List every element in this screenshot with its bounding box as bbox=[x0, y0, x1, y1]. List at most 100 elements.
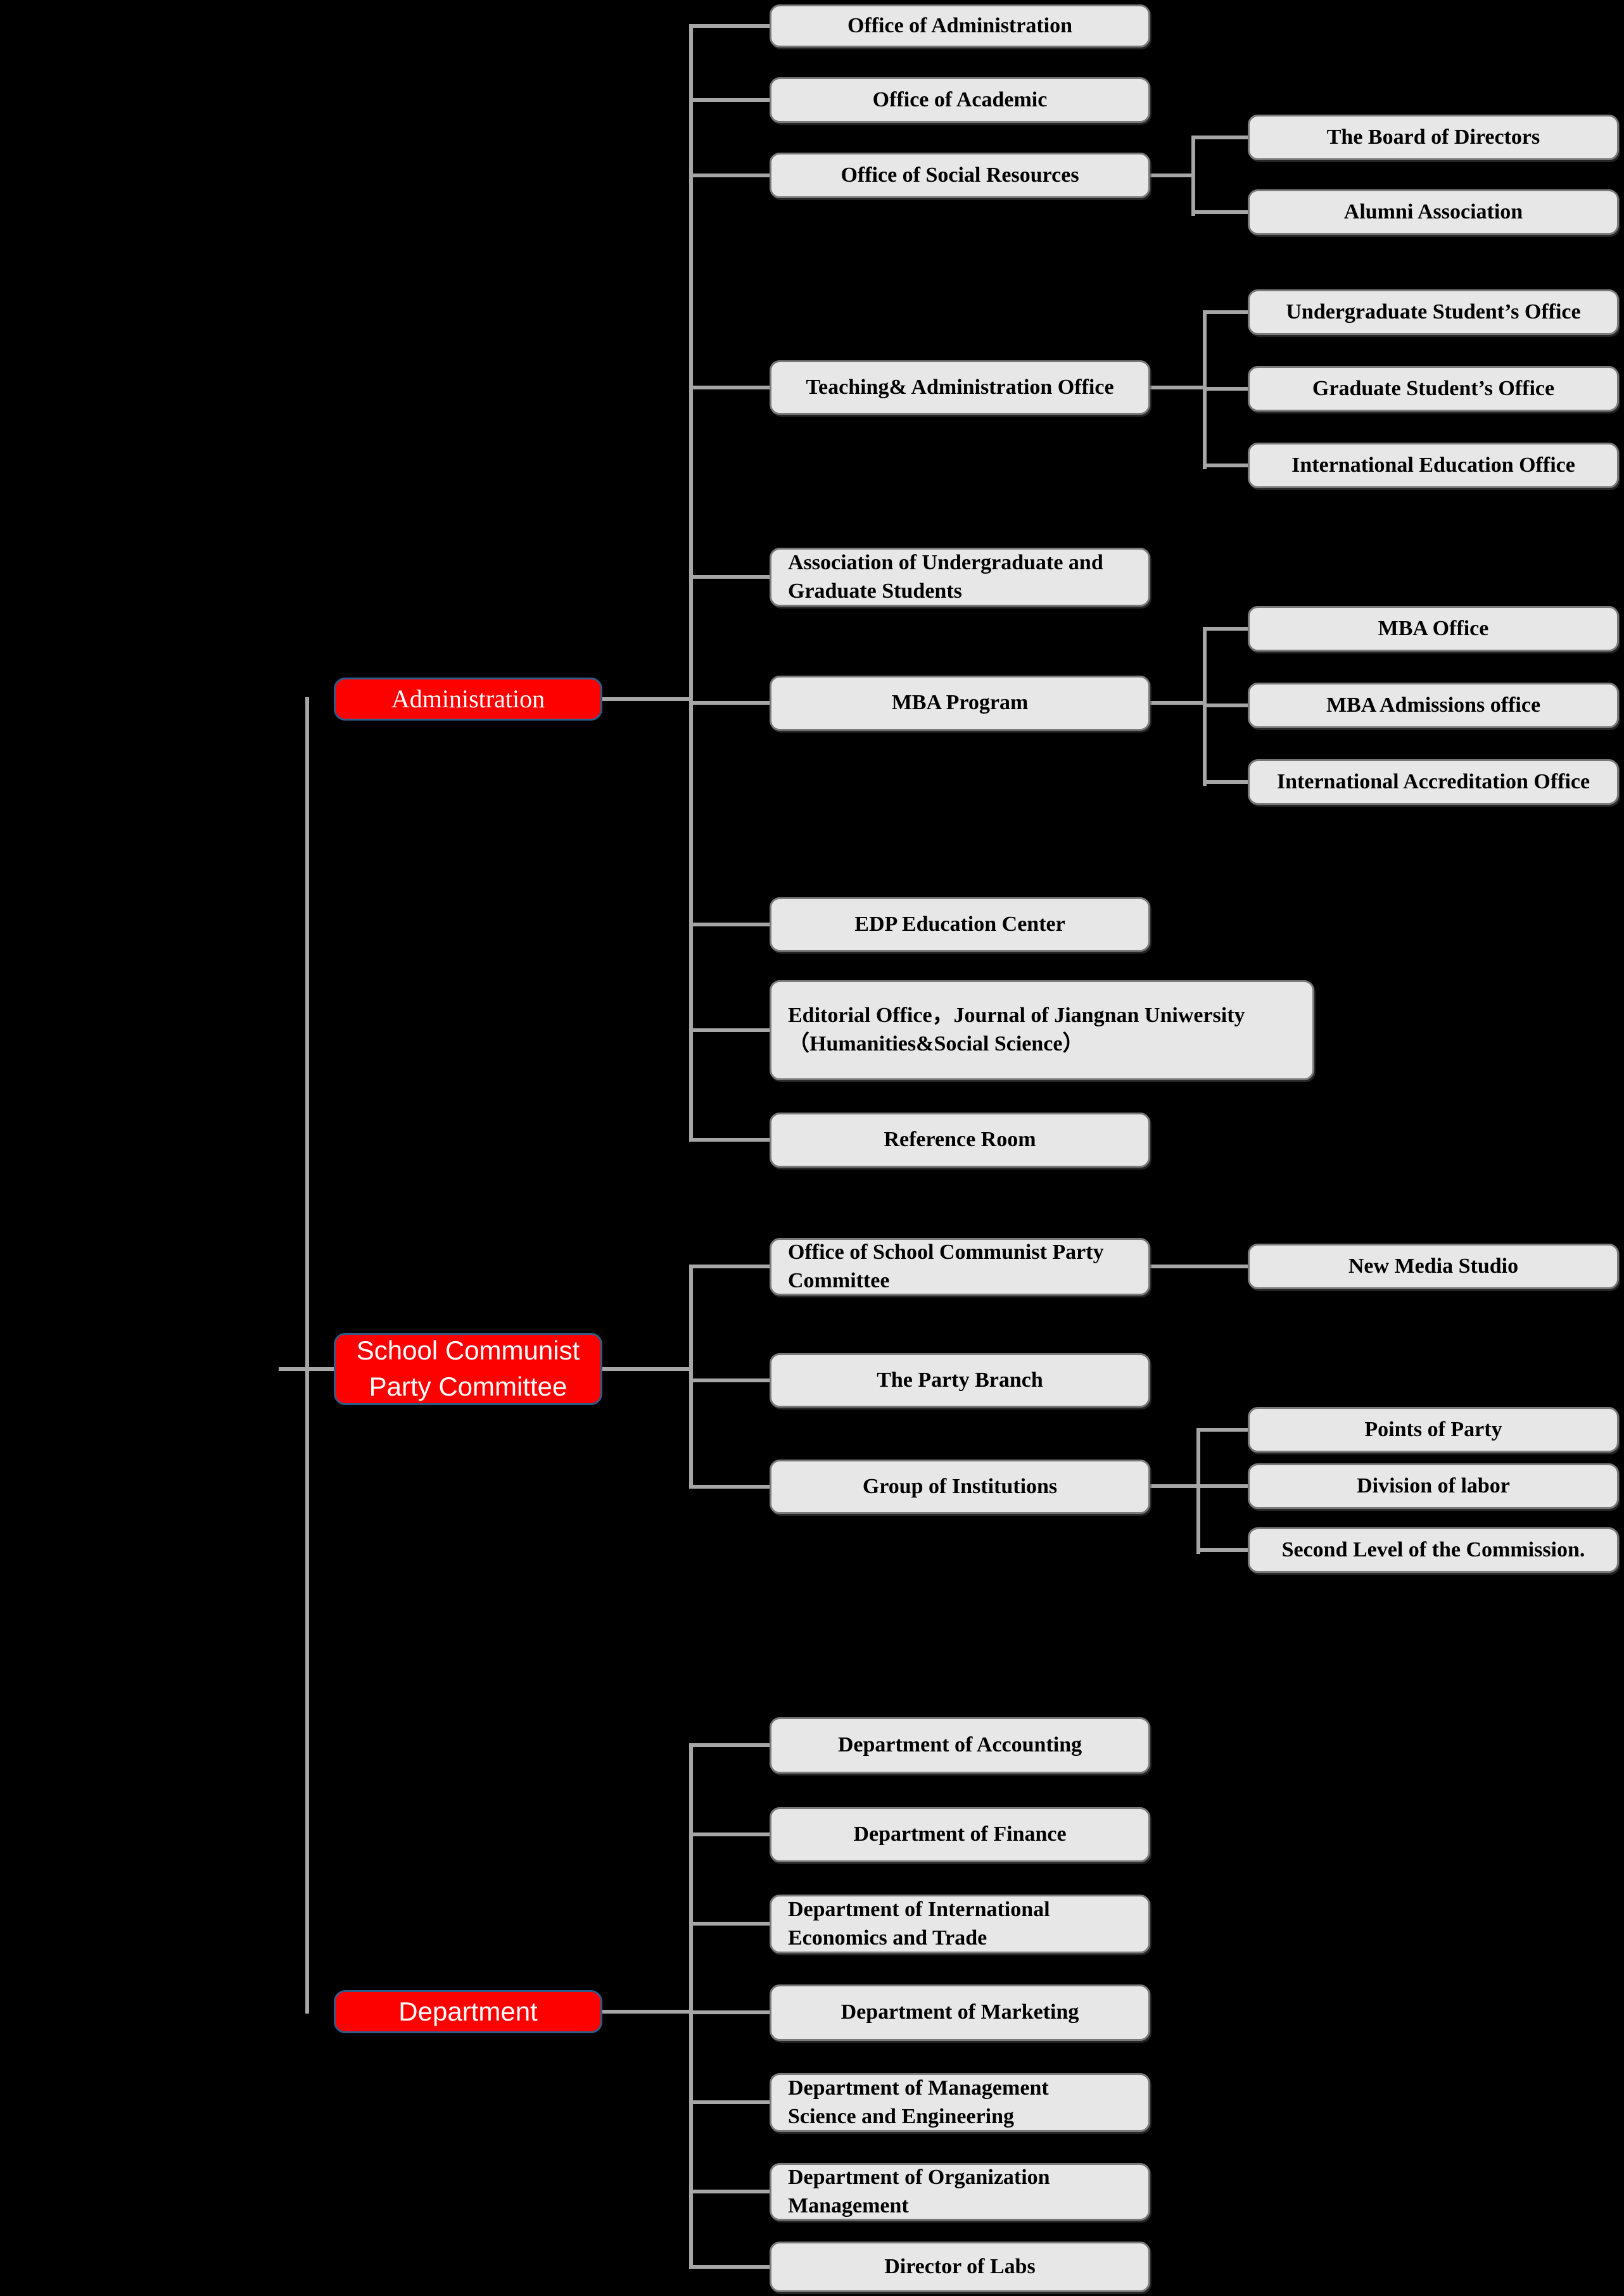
connector-line bbox=[689, 98, 770, 102]
node-label: School Communist Party Committee bbox=[356, 1335, 580, 1401]
connector-line bbox=[689, 1743, 693, 2269]
connector-line bbox=[689, 1028, 770, 1032]
node-director-of-labs: Director of Labs bbox=[770, 2242, 1150, 2292]
node-alumni-association: Alumni Association bbox=[1248, 189, 1619, 235]
connector-line bbox=[689, 1743, 770, 1747]
node-label: Office of Academic bbox=[872, 87, 1048, 111]
node-dept-accounting: Department of Accounting bbox=[770, 1717, 1150, 1774]
node-label: MBA Admissions office bbox=[1326, 693, 1541, 717]
node-group-of-institutions: Group of Institutions bbox=[770, 1460, 1150, 1514]
connector-line bbox=[689, 1265, 693, 1489]
connector-line bbox=[689, 2100, 770, 2104]
connector-line bbox=[1203, 387, 1248, 391]
node-teaching-administration-office: Teaching& Administration Office bbox=[770, 360, 1150, 415]
node-reference-room: Reference Room bbox=[770, 1113, 1150, 1168]
node-label: International Accreditation Office bbox=[1276, 769, 1590, 793]
node-label: Points of Party bbox=[1364, 1417, 1502, 1441]
connector-line bbox=[1196, 1428, 1250, 1432]
node-administration: Administration bbox=[334, 678, 602, 721]
connector-line bbox=[1191, 136, 1195, 216]
node-label: Department of Finance bbox=[853, 1822, 1067, 1846]
node-label: Office of Administration bbox=[847, 13, 1073, 37]
node-label: EDP Education Center bbox=[854, 912, 1065, 936]
node-label: Administration bbox=[391, 684, 545, 713]
connector-line bbox=[689, 1138, 770, 1142]
node-label: Director of Labs bbox=[884, 2254, 1036, 2278]
connector-line bbox=[689, 575, 770, 579]
node-office-of-social-resources: Office of Social Resources bbox=[770, 153, 1150, 198]
node-undergraduate-students-office: Undergraduate Student’s Office bbox=[1248, 289, 1619, 335]
connector-line bbox=[1196, 1428, 1200, 1554]
connector-line bbox=[689, 2190, 770, 2193]
node-label: Department of Organization Management bbox=[788, 2165, 1050, 2217]
node-new-media-studio: New Media Studio bbox=[1248, 1244, 1619, 1289]
node-label: Department of Marketing bbox=[841, 2000, 1079, 2024]
connector-line bbox=[1203, 703, 1248, 707]
node-label: Alumni Association bbox=[1343, 199, 1523, 224]
node-label: New Media Studio bbox=[1348, 1254, 1519, 1278]
node-label: Division of labor bbox=[1357, 1473, 1510, 1498]
node-label: Graduate Student’s Office bbox=[1312, 376, 1555, 400]
connector-line bbox=[689, 173, 770, 177]
connector-line bbox=[689, 2265, 770, 2269]
node-label: Department of Management Science and Eng… bbox=[788, 2076, 1049, 2128]
connector-line bbox=[1196, 1548, 1250, 1552]
node-department: Department bbox=[334, 1990, 602, 2033]
node-division-of-labor: Division of labor bbox=[1248, 1463, 1619, 1509]
node-mba-office: MBA Office bbox=[1248, 606, 1619, 652]
connector-line bbox=[1203, 780, 1248, 784]
node-office-of-academic: Office of Academic bbox=[770, 77, 1150, 123]
node-school-communist-party-committee: School Communist Party Committee bbox=[334, 1333, 602, 1405]
node-international-accreditation-office: International Accreditation Office bbox=[1248, 759, 1619, 805]
node-mba-program: MBA Program bbox=[770, 676, 1150, 731]
node-label: Reference Room bbox=[884, 1128, 1036, 1152]
node-board-of-directors: The Board of Directors bbox=[1248, 115, 1619, 160]
node-label: The Board of Directors bbox=[1326, 125, 1540, 149]
connector-line bbox=[1203, 310, 1248, 314]
connector-line bbox=[689, 1378, 770, 1382]
connector-line bbox=[1150, 701, 1207, 705]
node-label: Editorial Office，Journal of Jiangnan Uni… bbox=[788, 1004, 1245, 1056]
node-label: MBA Office bbox=[1378, 616, 1489, 640]
node-label: Second Level of the Commission. bbox=[1281, 1537, 1585, 1561]
node-edp-education-center: EDP Education Center bbox=[770, 897, 1150, 952]
connector-line bbox=[1196, 1484, 1250, 1488]
connector-line bbox=[1150, 386, 1207, 389]
connector-line bbox=[689, 24, 693, 1142]
node-dept-org-mgmt: Department of Organization Management bbox=[770, 2163, 1150, 2221]
node-party-branch: The Party Branch bbox=[770, 1353, 1150, 1408]
connector-line bbox=[1203, 627, 1248, 631]
node-office-school-cp-committee: Office of School Communist Party Committ… bbox=[770, 1238, 1150, 1296]
node-graduate-students-office: Graduate Student’s Office bbox=[1248, 366, 1619, 412]
node-label: MBA Program bbox=[891, 691, 1029, 715]
connector-line bbox=[1150, 1265, 1248, 1268]
node-label: International Education Office bbox=[1291, 453, 1575, 477]
node-dept-finance: Department of Finance bbox=[770, 1807, 1150, 1862]
connector-line bbox=[602, 2010, 693, 2014]
node-points-of-party: Points of Party bbox=[1248, 1407, 1619, 1453]
node-label: Office of School Communist Party Committ… bbox=[788, 1240, 1104, 1292]
connector-line bbox=[602, 1367, 693, 1371]
connector-line bbox=[1150, 173, 1195, 177]
node-international-education-office: International Education Office bbox=[1248, 443, 1619, 488]
connector-line bbox=[689, 24, 770, 28]
node-editorial-office: Editorial Office，Journal of Jiangnan Uni… bbox=[770, 980, 1314, 1080]
connector-line bbox=[689, 701, 770, 705]
node-office-of-administration: Office of Administration bbox=[770, 4, 1150, 47]
connector-line bbox=[602, 697, 693, 701]
node-label: Office of Social Resources bbox=[841, 163, 1079, 187]
connector-line bbox=[689, 1485, 770, 1489]
connector-line bbox=[689, 923, 770, 926]
connector-line bbox=[689, 1832, 770, 1836]
connector-line bbox=[689, 1265, 770, 1268]
node-label: Department of Accounting bbox=[837, 1733, 1082, 1757]
node-label: Undergraduate Student’s Office bbox=[1286, 300, 1581, 324]
node-dept-marketing: Department of Marketing bbox=[770, 1984, 1150, 2041]
node-dept-intl-econ-trade: Department of International Economics an… bbox=[770, 1895, 1150, 1953]
connector-line bbox=[689, 2010, 770, 2014]
connector-line bbox=[1150, 1484, 1200, 1488]
node-dept-mgmt-sci-eng: Department of Management Science and Eng… bbox=[770, 2073, 1150, 2132]
node-label: Department bbox=[398, 1996, 538, 2026]
connector-line bbox=[689, 386, 770, 389]
